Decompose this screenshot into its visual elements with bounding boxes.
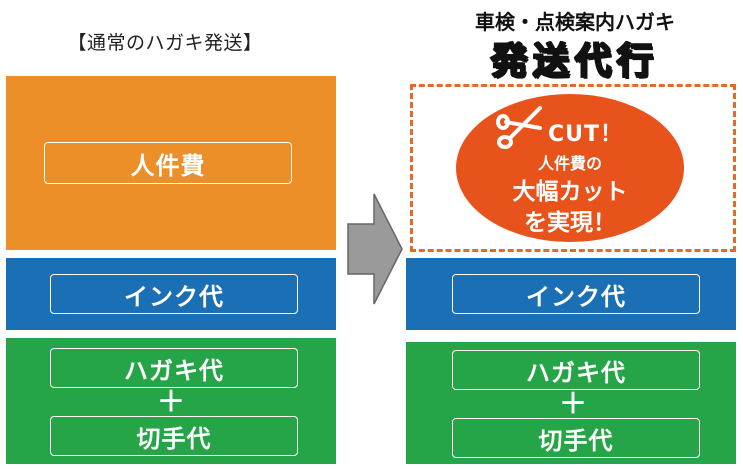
right-stamp-cost-label: 切手代 <box>452 418 700 458</box>
right-arrow-icon <box>347 193 403 305</box>
removed-cost-area <box>410 84 736 252</box>
right-subtitle: 車検・点検案内ハガキ <box>475 10 675 34</box>
oval-line-2: 大幅カット <box>512 179 628 205</box>
oval-line-1: 人件費の <box>537 154 602 173</box>
left-title: 【通常のハガキ発送】 <box>67 32 263 54</box>
right-ink-cost-block: インク代 <box>406 258 736 330</box>
stamp-cost-label: 切手代 <box>50 416 298 456</box>
labor-cost-block: 人件費 <box>6 76 336 250</box>
ink-cost-label: インク代 <box>50 274 298 314</box>
oval-line-3: を実現！ <box>524 210 616 236</box>
ink-cost-block: インク代 <box>6 258 336 330</box>
scissors-icon <box>496 106 542 149</box>
cut-badge <box>456 94 684 242</box>
plus-sign: ＋ <box>156 385 185 418</box>
right-plus-sign: ＋ <box>558 387 587 420</box>
postage-cost-block: ハガキ代 ＋ 切手代 <box>6 338 336 464</box>
postcard-cost-label: ハガキ代 <box>50 348 298 388</box>
right-postcard-cost-label: ハガキ代 <box>452 350 700 390</box>
labor-cost-label: 人件費 <box>44 142 292 184</box>
right-postage-cost-block: ハガキ代 ＋ 切手代 <box>406 342 736 464</box>
cut-label: CUT！ <box>548 122 624 147</box>
right-ink-cost-label: インク代 <box>452 274 700 314</box>
right-title: 発送代行 <box>490 40 659 83</box>
